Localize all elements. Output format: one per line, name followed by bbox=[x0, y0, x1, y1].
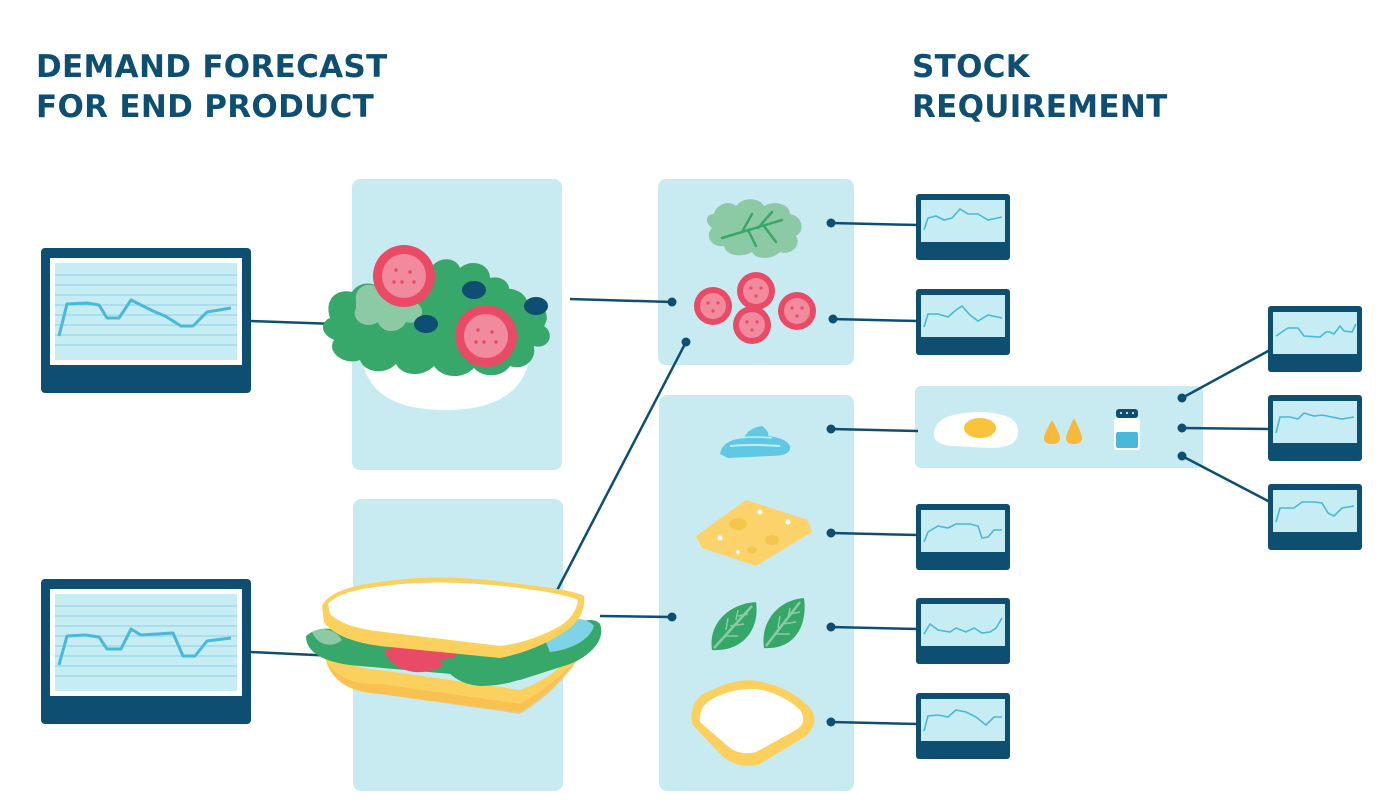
monitor-chart-icon bbox=[1268, 395, 1362, 461]
spinach-leaves-icon bbox=[711, 598, 805, 651]
demand-forecast-heading-line-2: FOR END PRODUCT bbox=[36, 89, 375, 125]
monitor-chart-icon bbox=[41, 248, 251, 393]
cheese-slice-icon bbox=[696, 500, 812, 566]
demand-forecast-heading: DEMAND FORECAST FOR END PRODUCT bbox=[36, 47, 388, 127]
stock-requirement-heading-line-2: REQUIREMENT bbox=[912, 89, 1168, 125]
stock-requirement-heading-line-1: STOCK bbox=[912, 49, 1031, 85]
monitor-chart-icon bbox=[1268, 306, 1362, 372]
stock-requirement-heading: STOCK REQUIREMENT bbox=[912, 47, 1168, 127]
monitor-chart-icon bbox=[1268, 484, 1362, 550]
monitor-chart-icon bbox=[916, 194, 1010, 260]
monitor-chart-icon bbox=[916, 289, 1010, 355]
demand-forecast-heading-line-1: DEMAND FORECAST bbox=[36, 49, 388, 85]
lettuce-leaf-icon bbox=[706, 199, 802, 258]
bread-slice-icon bbox=[691, 680, 815, 766]
oil-drops-icon bbox=[1044, 418, 1082, 444]
tomato-slices-icon bbox=[694, 272, 816, 344]
monitor-chart-icon bbox=[916, 693, 1010, 759]
connector-dots bbox=[331, 218, 1187, 727]
connector-lines bbox=[249, 221, 1271, 726]
mayonnaise-icon bbox=[720, 426, 791, 458]
monitor-chart-icon bbox=[916, 598, 1010, 664]
sandwich-icon bbox=[306, 577, 602, 714]
salad-bowl-icon bbox=[322, 245, 550, 411]
monitor-chart-icon bbox=[41, 579, 251, 724]
salt-shaker-icon bbox=[1114, 409, 1140, 450]
monitor-chart-icon bbox=[916, 504, 1010, 570]
fried-egg-icon bbox=[933, 412, 1019, 448]
